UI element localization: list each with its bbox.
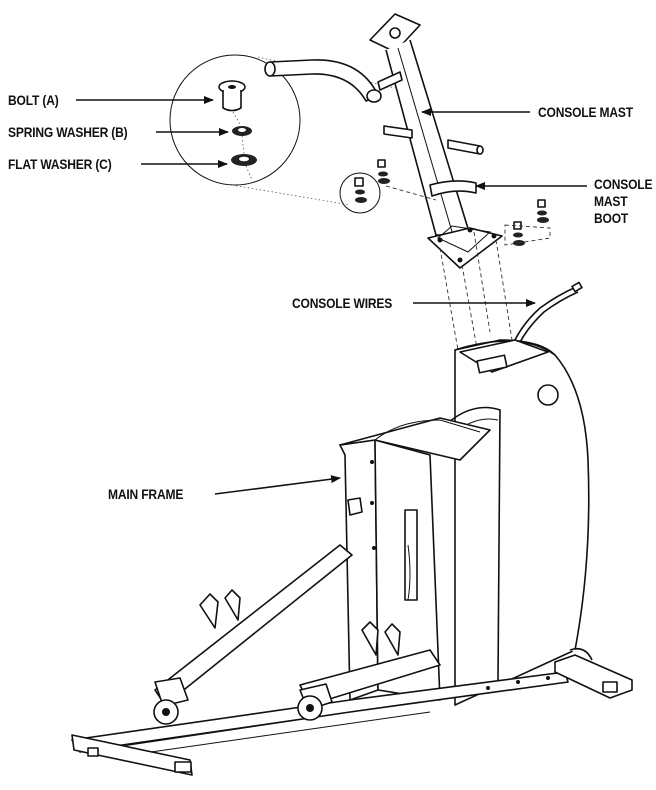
assembly-guides xyxy=(439,231,513,366)
bolt-part xyxy=(218,80,246,112)
main-frame-arrow xyxy=(214,475,341,495)
label-console-mast-boot: CONSOLE MAST BOOT xyxy=(594,176,653,227)
bolt-group-callout xyxy=(339,172,381,214)
spring-washer-part xyxy=(232,126,252,136)
front-wheel xyxy=(153,677,189,725)
flat-washer-part xyxy=(231,154,257,166)
console-mast-part xyxy=(264,13,503,269)
mast-bolts xyxy=(377,159,551,246)
label-console-mast-boot-line-2: MAST xyxy=(594,193,628,209)
label-spring-washer: SPRING WASHER (B) xyxy=(8,124,128,140)
label-console-mast-boot-line-3: BOOT xyxy=(594,210,629,226)
label-main-frame: MAIN FRAME xyxy=(108,486,184,502)
leader-lines xyxy=(76,96,587,495)
hardware-detail-callout xyxy=(169,54,396,206)
label-flat-washer: FLAT WASHER (C) xyxy=(8,156,112,172)
label-console-wires: CONSOLE WIRES xyxy=(292,295,393,311)
label-bolt: BOLT (A) xyxy=(8,92,59,108)
label-console-mast: CONSOLE MAST xyxy=(538,104,633,120)
rear-wheel xyxy=(297,683,333,721)
label-console-mast-boot-line-1: CONSOLE xyxy=(594,176,653,192)
main-frame-part xyxy=(71,339,633,776)
